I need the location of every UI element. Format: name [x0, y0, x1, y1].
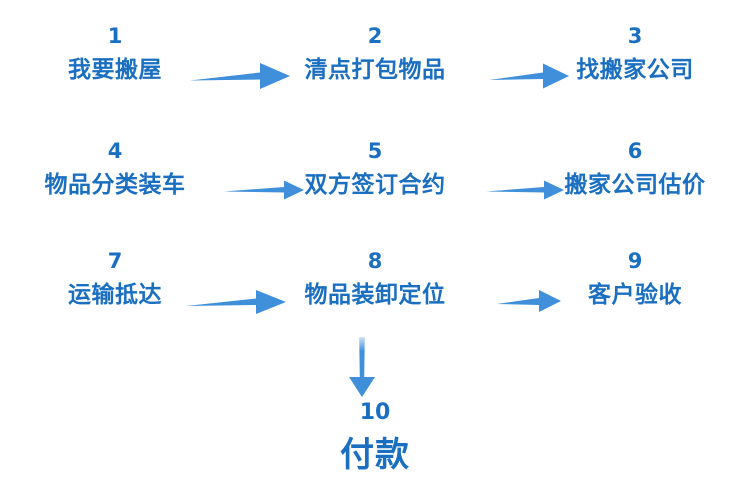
step-8-label: 物品装卸定位 — [304, 282, 446, 308]
step-2-number: 2 — [367, 24, 383, 48]
flow-step-4: 4 物品分类装车 — [0, 141, 230, 197]
arrow-step-8-to-10 — [340, 336, 384, 398]
step-2-label: 清点打包物品 — [304, 57, 446, 83]
flow-step-6: 6 搬家公司估价 — [520, 141, 750, 197]
flow-step-7: 7 运输抵达 — [0, 251, 230, 307]
step-8-number: 8 — [367, 249, 383, 273]
flow-step-9: 9 客户验收 — [520, 251, 750, 307]
arrow-step-1-to-2 — [188, 61, 292, 91]
step-6-label: 搬家公司估价 — [564, 172, 706, 198]
step-4-label: 物品分类装车 — [44, 172, 186, 198]
flow-step-5: 5 双方签订合约 — [250, 141, 500, 197]
flow-step-1: 1 我要搬屋 — [0, 26, 230, 82]
step-6-number: 6 — [627, 139, 643, 163]
flow-step-2: 2 清点打包物品 — [250, 26, 500, 82]
step-3-label: 找搬家公司 — [576, 57, 694, 83]
step-1-number: 1 — [107, 24, 123, 48]
arrow-step-7-to-8 — [184, 288, 288, 316]
step-10-number: 10 — [359, 400, 391, 425]
step-10-label: 付款 — [340, 435, 410, 475]
flow-step-8: 8 物品装卸定位 — [250, 251, 500, 307]
arrow-step-8-to-9 — [495, 288, 563, 314]
step-7-number: 7 — [107, 249, 123, 273]
step-7-label: 运输抵达 — [68, 282, 162, 308]
step-4-number: 4 — [107, 139, 123, 163]
arrow-step-5-to-6 — [484, 178, 566, 202]
arrow-step-4-to-5 — [222, 178, 306, 202]
step-1-label: 我要搬屋 — [68, 57, 162, 83]
flow-step-10: 10 付款 — [250, 400, 500, 475]
step-9-number: 9 — [627, 249, 643, 273]
step-5-label: 双方签订合约 — [304, 172, 446, 198]
arrow-step-2-to-3 — [487, 61, 571, 91]
step-3-number: 3 — [627, 24, 643, 48]
step-9-label: 客户验收 — [588, 282, 682, 308]
step-5-number: 5 — [367, 139, 383, 163]
flow-step-3: 3 找搬家公司 — [520, 26, 750, 82]
